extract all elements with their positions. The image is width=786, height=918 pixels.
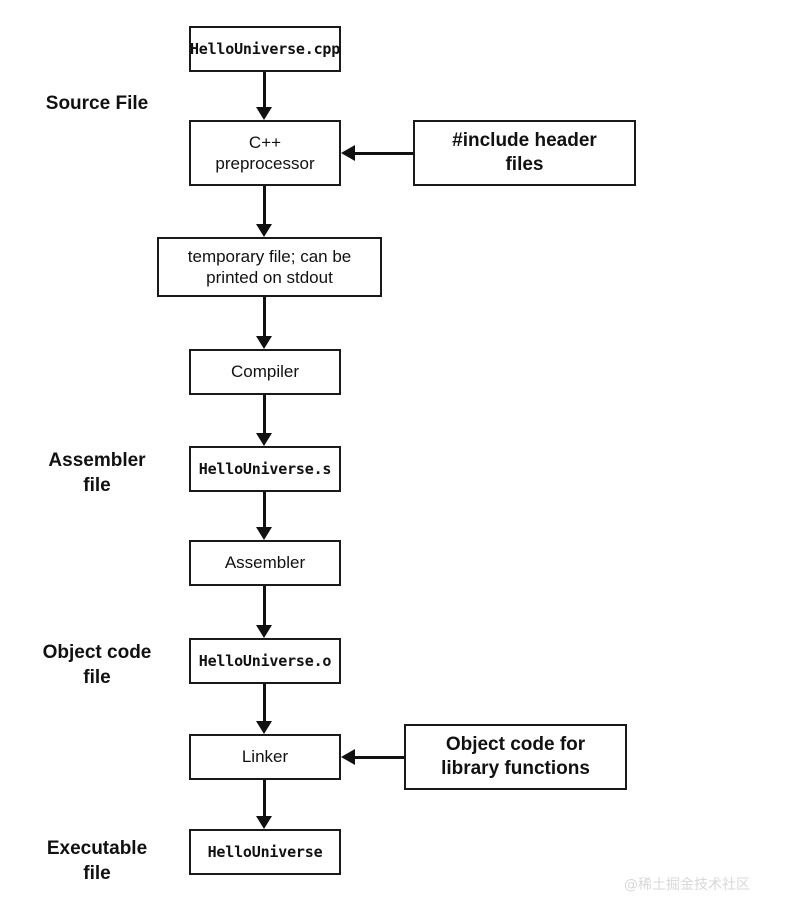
arrow-include-to-preprocessor [341, 144, 413, 162]
node-hellouniverse-cpp: HelloUniverse.cpp [189, 26, 341, 72]
note-include-header-files: #include header files [413, 120, 636, 186]
stage-label-assembler-file: Assembler file [48, 450, 146, 496]
stage-label-object-code-file: Object code file [42, 642, 152, 688]
node-linker: Linker [189, 734, 341, 780]
node-cpp-preprocessor: C++ preprocessor [189, 120, 341, 186]
note-object-code-library-functions: Object code for library functions [404, 724, 627, 790]
arrow-library-to-linker [341, 748, 404, 766]
stage-label-executable-file: Executable file [46, 838, 148, 884]
node-assembler: Assembler [189, 540, 341, 586]
arrow-assembler-to-object-file [255, 586, 273, 638]
node-hellouniverse-o: HelloUniverse.o [189, 638, 341, 684]
arrow-temporary-to-compiler [255, 297, 273, 349]
arrow-linker-to-executable [255, 780, 273, 829]
stage-label-source-file: Source File [45, 93, 149, 114]
arrow-preprocessor-to-temporary [255, 186, 273, 237]
node-hellouniverse-s: HelloUniverse.s [189, 446, 341, 492]
arrow-object-file-to-linker [255, 684, 273, 734]
watermark: @稀土掘金技术社区 [624, 877, 750, 893]
node-temporary-file: temporary file; can be printed on stdout [157, 237, 382, 297]
node-hellouniverse: HelloUniverse [189, 829, 341, 875]
node-compiler: Compiler [189, 349, 341, 395]
arrow-compiler-to-assembly-file [255, 395, 273, 446]
arrow-assembly-file-to-assembler [255, 492, 273, 540]
arrow-source-to-preprocessor [255, 72, 273, 120]
